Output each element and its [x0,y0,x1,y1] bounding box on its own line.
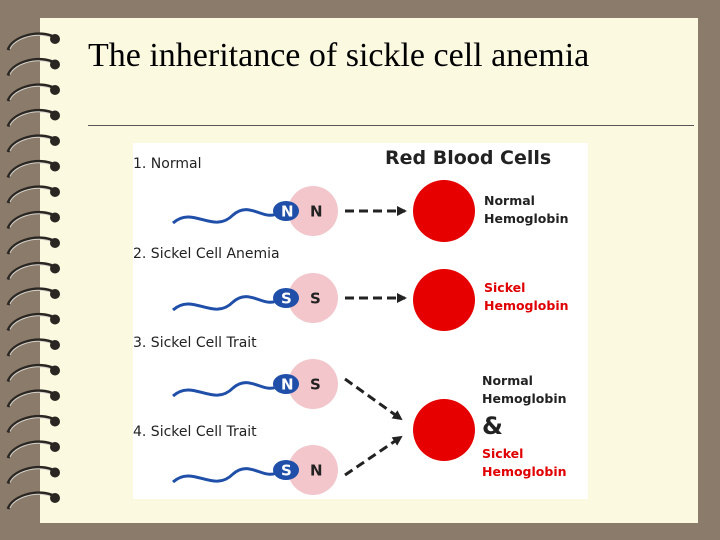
sperm-tail-icon [171,467,282,484]
binding-ring-icon [6,159,60,179]
binding-ring-icon [6,440,60,459]
red-blood-cell-mixed-icon [413,399,475,461]
egg-allele: S [310,290,321,308]
binding-ring-icon [6,57,60,77]
binding-ring-icon [6,287,60,306]
fertilization-row-1: N N [171,186,338,236]
row-label-trait-2: 4. Sickel Cell Trait [133,424,257,440]
sperm-head-icon [273,288,299,308]
title-underline [88,125,694,126]
binding-ring-icon [6,414,60,434]
red-blood-cell-sickle-icon [413,269,475,331]
row-label-normal: 1. Normal [133,156,201,172]
egg-cell-icon [288,273,338,323]
binding-ring-icon [6,134,60,153]
sperm-allele: S [281,462,292,480]
row-label-trait-1: 3. Sickel Cell Trait [133,335,257,351]
fertilization-row-3: N S [171,359,338,409]
egg-allele: S [310,376,321,394]
outcome-mixed-sickle-line2: Hemoglobin [482,464,567,479]
sperm-tail-icon [171,295,282,312]
dashed-arrow-icon [344,377,403,421]
sperm-tail-icon [171,208,282,225]
binding-ring-icon [6,108,60,128]
sperm-allele: N [281,203,294,221]
binding-ring-icon [6,389,60,408]
binding-ring-icon [6,185,60,204]
sperm-head-icon [273,201,299,221]
outcome-mixed-sickle-line1: Sickel [482,446,523,461]
red-blood-cell-normal-icon [413,180,475,242]
binding-ring-icon [6,363,60,383]
egg-allele: N [310,462,323,480]
inheritance-diagram: Red Blood Cells 1. Normal 2. Sickel Cell… [133,143,588,499]
slide-title: The inheritance of sickle cell anemia [88,37,590,74]
binding-ring-icon [6,465,60,485]
binding-ring-icon [6,312,60,332]
fertilization-row-4: S N [171,445,338,495]
spiral-binding [6,32,60,510]
outcome-mixed-normal-line1: Normal [482,373,533,388]
outcome-normal-line2: Hemoglobin [484,211,569,226]
binding-ring-icon [6,32,60,51]
binding-ring-icon [6,236,60,255]
egg-allele: N [310,203,323,221]
egg-cell-icon [288,359,338,409]
binding-ring-icon [6,491,60,510]
binding-ring-icon [6,261,60,281]
dashed-arrow-icon [344,435,403,477]
outcome-normal-line1: Normal [484,193,535,208]
sperm-allele: S [281,290,292,308]
outcome-sickle-line1: Sickel [484,280,525,295]
outcome-sickle-line2: Hemoglobin [484,298,569,313]
fertilization-row-2: S S [171,273,338,323]
red-blood-cells-header: Red Blood Cells [385,147,551,169]
binding-ring-icon [6,83,60,102]
egg-cell-icon [288,445,338,495]
sperm-tail-icon [171,381,282,398]
outcome-mixed-normal-line2: Hemoglobin [482,391,567,406]
egg-cell-icon [288,186,338,236]
binding-ring-icon [6,210,60,230]
row-label-sickle-anemia: 2. Sickel Cell Anemia [133,246,280,262]
sperm-allele: N [281,376,294,394]
sperm-head-icon [273,374,299,394]
sperm-head-icon [273,460,299,480]
outcome-mixed-ampersand: & [482,412,503,440]
binding-ring-icon [6,338,60,357]
